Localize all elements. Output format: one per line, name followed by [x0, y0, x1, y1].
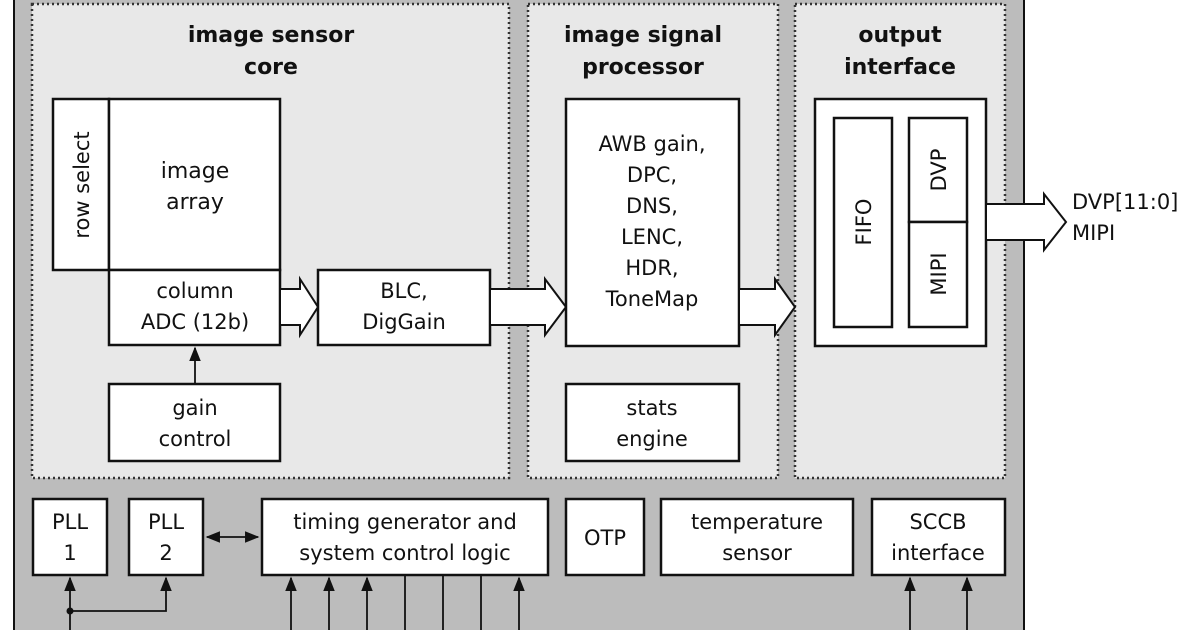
- isp-func-6: ToneMap: [605, 287, 699, 311]
- row-select-block: [51, 97, 111, 272]
- temp-sensor-block: [659, 497, 855, 577]
- isp-func-5: HDR,: [625, 256, 678, 280]
- temp-sensor-label-2: sensor: [722, 541, 792, 565]
- pll1-label-2: 1: [63, 541, 76, 565]
- image-array-label-1: image: [161, 159, 230, 184]
- blc-to-isp-arrow: [489, 276, 568, 338]
- dvp-block: [907, 116, 969, 224]
- stats-engine-label-2: engine: [616, 427, 688, 451]
- pll1-to-pll2-line: [70, 576, 172, 612]
- gain-control-label-2: control: [159, 427, 232, 451]
- column-adc-label-1: column: [156, 279, 233, 303]
- isp-title-1: image signal: [564, 23, 722, 48]
- pll1-label-1: PLL: [52, 510, 88, 534]
- fifo-label: FIFO: [852, 199, 876, 246]
- fifo-block: [832, 116, 894, 329]
- otp-label: OTP: [584, 526, 626, 550]
- pll2-label-1: PLL: [148, 510, 184, 534]
- isp-functions-block: [564, 97, 741, 348]
- stats-engine-block: [564, 382, 741, 463]
- stats-engine-label-1: stats: [626, 396, 677, 420]
- image-array-label-2: array: [166, 190, 224, 215]
- isp-to-output-arrow: [738, 275, 797, 339]
- pll2-block: [127, 497, 205, 577]
- isp-func-2: DPC,: [627, 163, 677, 187]
- pll1-block: [31, 497, 109, 577]
- adc-to-blc-arrow: [279, 275, 320, 339]
- isp-func-1: AWB gain,: [598, 132, 705, 156]
- isp-func-4: LENC,: [621, 225, 683, 249]
- sccb-label-1: SCCB: [909, 510, 966, 534]
- gain-control-block: [107, 382, 282, 463]
- otp-block: [564, 497, 646, 577]
- pll-junction-dot: [66, 607, 74, 615]
- output-label-1: DVP[11:0]: [1072, 190, 1178, 214]
- sensor-core-title-2: core: [244, 55, 298, 80]
- output-title-1: output: [858, 23, 942, 48]
- row-select-label: row select: [70, 131, 94, 238]
- mipi-label: MIPI: [927, 252, 951, 295]
- isp-func-3: DNS,: [626, 194, 678, 218]
- timing-block: [260, 497, 550, 577]
- blc-label-1: BLC,: [380, 279, 427, 303]
- pll2-label-2: 2: [159, 541, 172, 565]
- isp-title-2: processor: [582, 55, 704, 80]
- column-adc-label-2: ADC (12b): [141, 310, 249, 334]
- gain-control-label-1: gain: [172, 396, 217, 420]
- blc-label-2: DigGain: [362, 310, 446, 334]
- dvp-label: DVP: [927, 149, 951, 192]
- output-title-2: interface: [844, 55, 956, 80]
- sccb-block: [870, 497, 1007, 577]
- sensor-core-title-1: image sensor: [188, 23, 355, 48]
- output-label-2: MIPI: [1072, 221, 1115, 245]
- image-array-block: [107, 97, 282, 272]
- sccb-label-2: interface: [891, 541, 985, 565]
- timing-label-1: timing generator and: [293, 510, 517, 534]
- mipi-block: [907, 220, 969, 329]
- temp-sensor-label-1: temperature: [691, 510, 823, 534]
- timing-label-2: system control logic: [299, 541, 510, 565]
- blc-block: [316, 268, 492, 347]
- output-arrow: [985, 191, 1068, 253]
